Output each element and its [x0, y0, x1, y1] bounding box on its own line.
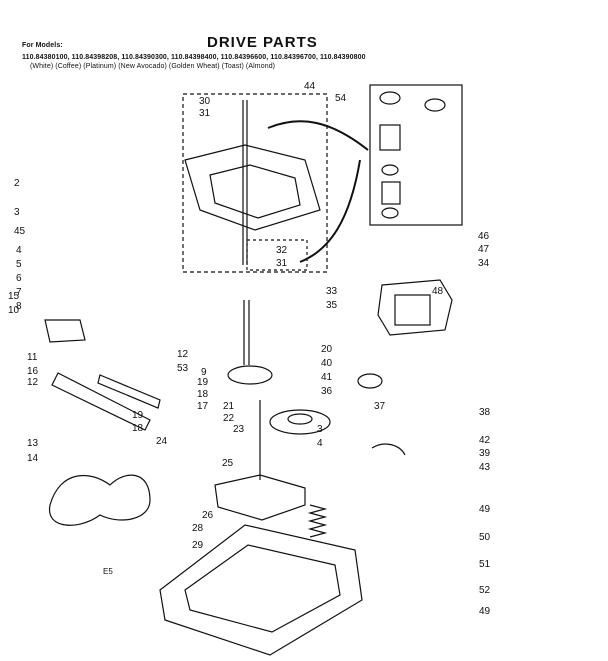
part-callout-17: 17: [197, 401, 209, 412]
model-colors: (White) (Coffee) (Platinum) (New Avocado…: [30, 63, 276, 70]
part-callout-4: 4: [16, 245, 22, 256]
part-callout-18: 18: [132, 423, 144, 434]
part-callout-39: 39: [479, 448, 491, 459]
part-callout-5: 5: [16, 259, 22, 270]
part-callout-35: 35: [326, 300, 338, 311]
part-callout-8: 8: [16, 301, 22, 312]
part-callout-44: 44: [304, 81, 316, 92]
for-models-label: For Models:: [22, 42, 63, 49]
part-callout-49: 49: [479, 504, 491, 515]
part-callout-40: 40: [321, 358, 333, 369]
part-callout-52: 52: [479, 585, 491, 596]
part-callout-3: 3: [14, 207, 20, 218]
part-callout-33: 33: [326, 286, 338, 297]
model-numbers: 110.84380100, 110.84398208, 110.84390300…: [22, 54, 366, 61]
part-callout-50: 50: [479, 532, 491, 543]
part-callout-10: 10: [8, 305, 20, 316]
part-callout-25: 25: [222, 458, 234, 469]
part-callout-37: 37: [374, 401, 386, 412]
parts-kit-box: [369, 84, 463, 226]
diagram-title: DRIVE PARTS: [207, 34, 318, 51]
part-callout-29: 29: [192, 540, 204, 551]
part-callout-38: 38: [479, 407, 491, 418]
part-callout-48: 48: [432, 286, 444, 297]
part-callout-54: 54: [335, 93, 347, 104]
part-callout-24: 24: [156, 436, 168, 447]
part-callout-47: 47: [478, 244, 490, 255]
part-callout-20: 20: [321, 344, 333, 355]
part-callout-12: 12: [27, 377, 39, 388]
part-callout-43: 43: [479, 462, 491, 473]
part-callout-22: 22: [223, 413, 235, 424]
part-callout-31: 31: [276, 258, 288, 269]
part-callout-26: 26: [202, 510, 214, 521]
part-callout-18: 18: [197, 389, 209, 400]
transmission-group-box: [182, 93, 328, 273]
part-callout-51: 51: [479, 559, 491, 570]
part-callout-19: 19: [132, 410, 144, 421]
part-callout-12: 12: [177, 349, 189, 360]
part-callout-4: 4: [317, 438, 323, 449]
part-callout-31: 31: [199, 108, 211, 119]
part-callout-42: 42: [479, 435, 491, 446]
part-callout-9: 9: [201, 367, 207, 378]
part-callout-23: 23: [233, 424, 245, 435]
part-callout-2: 2: [14, 178, 20, 189]
page-mark: E5: [103, 567, 113, 576]
part-callout-49: 49: [479, 606, 491, 617]
part-callout-32: 32: [276, 245, 288, 256]
part-callout-53: 53: [177, 363, 189, 374]
part-callout-21: 21: [223, 401, 235, 412]
part-callout-46: 46: [478, 231, 490, 242]
part-callout-36: 36: [321, 386, 333, 397]
part-callout-13: 13: [27, 438, 39, 449]
part-callout-3: 3: [317, 424, 323, 435]
part-callout-15: 15: [8, 291, 20, 302]
part-callout-16: 16: [27, 366, 39, 377]
part-callout-28: 28: [192, 523, 204, 534]
part-callout-34: 34: [478, 258, 490, 269]
part-callout-19: 19: [197, 377, 209, 388]
part-callout-7: 7: [16, 287, 22, 298]
part-callout-6: 6: [16, 273, 22, 284]
part-callout-41: 41: [321, 372, 333, 383]
part-callout-30: 30: [199, 96, 211, 107]
part-callout-11: 11: [27, 352, 38, 363]
part-callout-14: 14: [27, 453, 39, 464]
part-callout-45: 45: [14, 226, 26, 237]
